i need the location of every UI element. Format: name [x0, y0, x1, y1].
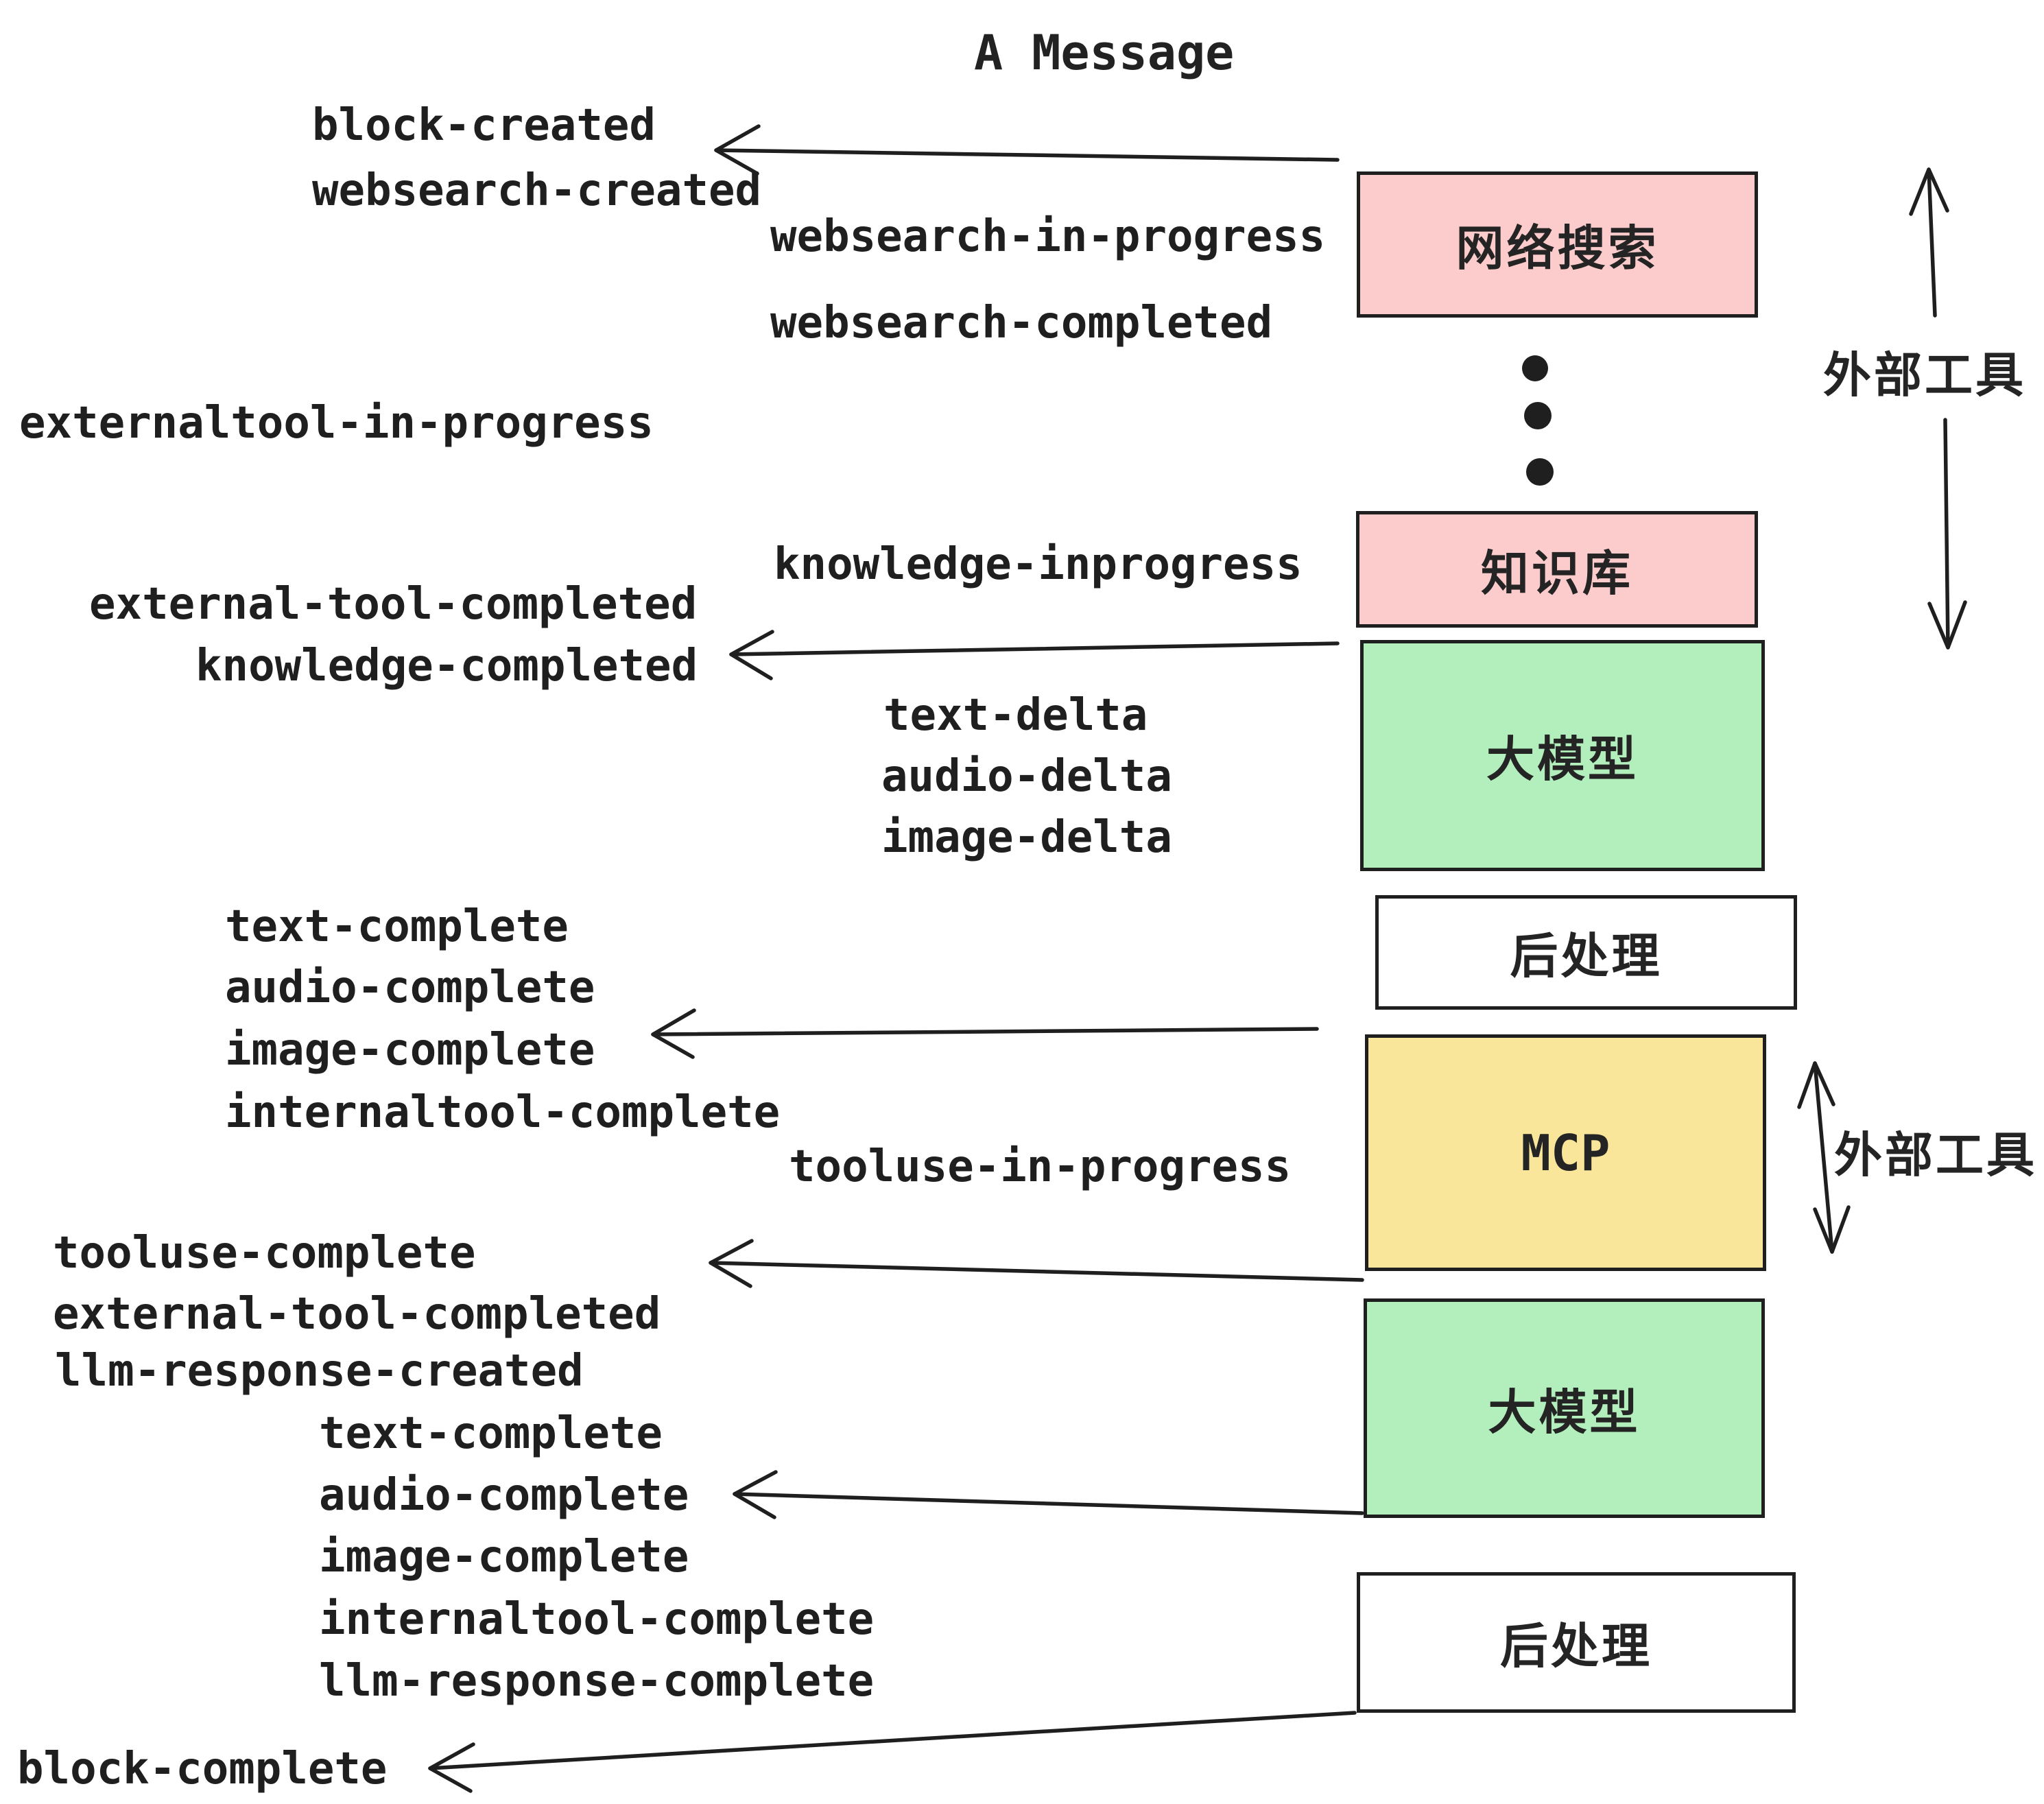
box-llm-1-label: 大模型: [1486, 733, 1639, 786]
event-label-externaltool-in-progress: externaltool-in-progress: [19, 398, 654, 449]
event-label-image-complete: image-complete: [225, 1025, 595, 1076]
event-label-knowledge-completed: knowledge-completed: [195, 641, 698, 691]
external-tools-span-arrow-1-icon: [1911, 169, 1965, 648]
event-label-audio-complete: audio-complete: [225, 962, 595, 1013]
arrow-audio-complete-icon: [735, 1472, 1362, 1517]
event-label-text-delta: text-delta: [883, 690, 1148, 741]
side-label-external-tools-2: 外部工具: [1834, 1128, 2037, 1182]
event-label-external-tool-completed: external-tool-completed: [89, 579, 698, 630]
event-label-block-created: block-created: [312, 100, 656, 151]
event-label-text-complete-2: text-complete: [319, 1408, 663, 1459]
arrow-block-complete-icon: [430, 1713, 1355, 1791]
event-label-internaltool-complete-2: internaltool-complete: [319, 1594, 875, 1645]
event-label-llm-response-complete: llm-response-complete: [319, 1656, 875, 1707]
box-postprocess-1-label: 后处理: [1510, 929, 1663, 983]
arrow-knowledge-completed-icon: [731, 632, 1338, 678]
box-mcp-label: MCP: [1521, 1124, 1611, 1182]
event-label-audio-delta: audio-delta: [881, 751, 1172, 802]
box-mcp: MCP: [1365, 1034, 1766, 1271]
arrow-block-created-icon: [716, 126, 1338, 174]
event-label-block-complete: block-complete: [17, 1744, 388, 1794]
arrow-tooluse-complete-icon: [711, 1241, 1362, 1286]
diagram-title: A Message: [974, 25, 1235, 81]
box-llm-1: 大模型: [1360, 640, 1765, 871]
arrow-image-complete-icon: [653, 1010, 1317, 1057]
box-postprocess-2: 后处理: [1357, 1572, 1796, 1713]
event-label-tooluse-in-progress: tooluse-in-progress: [789, 1141, 1292, 1192]
event-label-image-delta: image-delta: [881, 812, 1172, 863]
event-label-tooluse-complete: tooluse-complete: [53, 1228, 476, 1279]
event-label-text-complete: text-complete: [225, 901, 569, 952]
box-knowledge-base: 知识库: [1356, 511, 1758, 628]
box-knowledge-base-label: 知识库: [1481, 546, 1633, 600]
box-postprocess-2-label: 后处理: [1500, 1619, 1652, 1673]
event-label-internaltool-complete: internaltool-complete: [225, 1087, 781, 1138]
box-web-search-label: 网络搜索: [1455, 222, 1659, 275]
event-label-image-complete-2: image-complete: [319, 1532, 689, 1582]
event-label-websearch-completed: websearch-completed: [770, 298, 1273, 348]
side-label-external-tools-1: 外部工具: [1823, 348, 2026, 402]
event-label-websearch-created: websearch-created: [312, 165, 762, 216]
event-label-websearch-in-progress: websearch-in-progress: [770, 211, 1326, 262]
box-postprocess-1: 后处理: [1375, 895, 1797, 1010]
box-web-search: 网络搜索: [1357, 171, 1758, 318]
event-label-external-tool-completed-2: external-tool-completed: [53, 1289, 661, 1340]
event-label-audio-complete-2: audio-complete: [319, 1470, 689, 1521]
box-llm-2: 大模型: [1364, 1298, 1765, 1518]
ellipsis-dots-icon: [1522, 355, 1554, 486]
event-label-llm-response-created: llm-response-created: [55, 1346, 584, 1397]
box-llm-2-label: 大模型: [1488, 1385, 1641, 1439]
event-label-knowledge-inprogress: knowledge-inprogress: [774, 539, 1303, 590]
